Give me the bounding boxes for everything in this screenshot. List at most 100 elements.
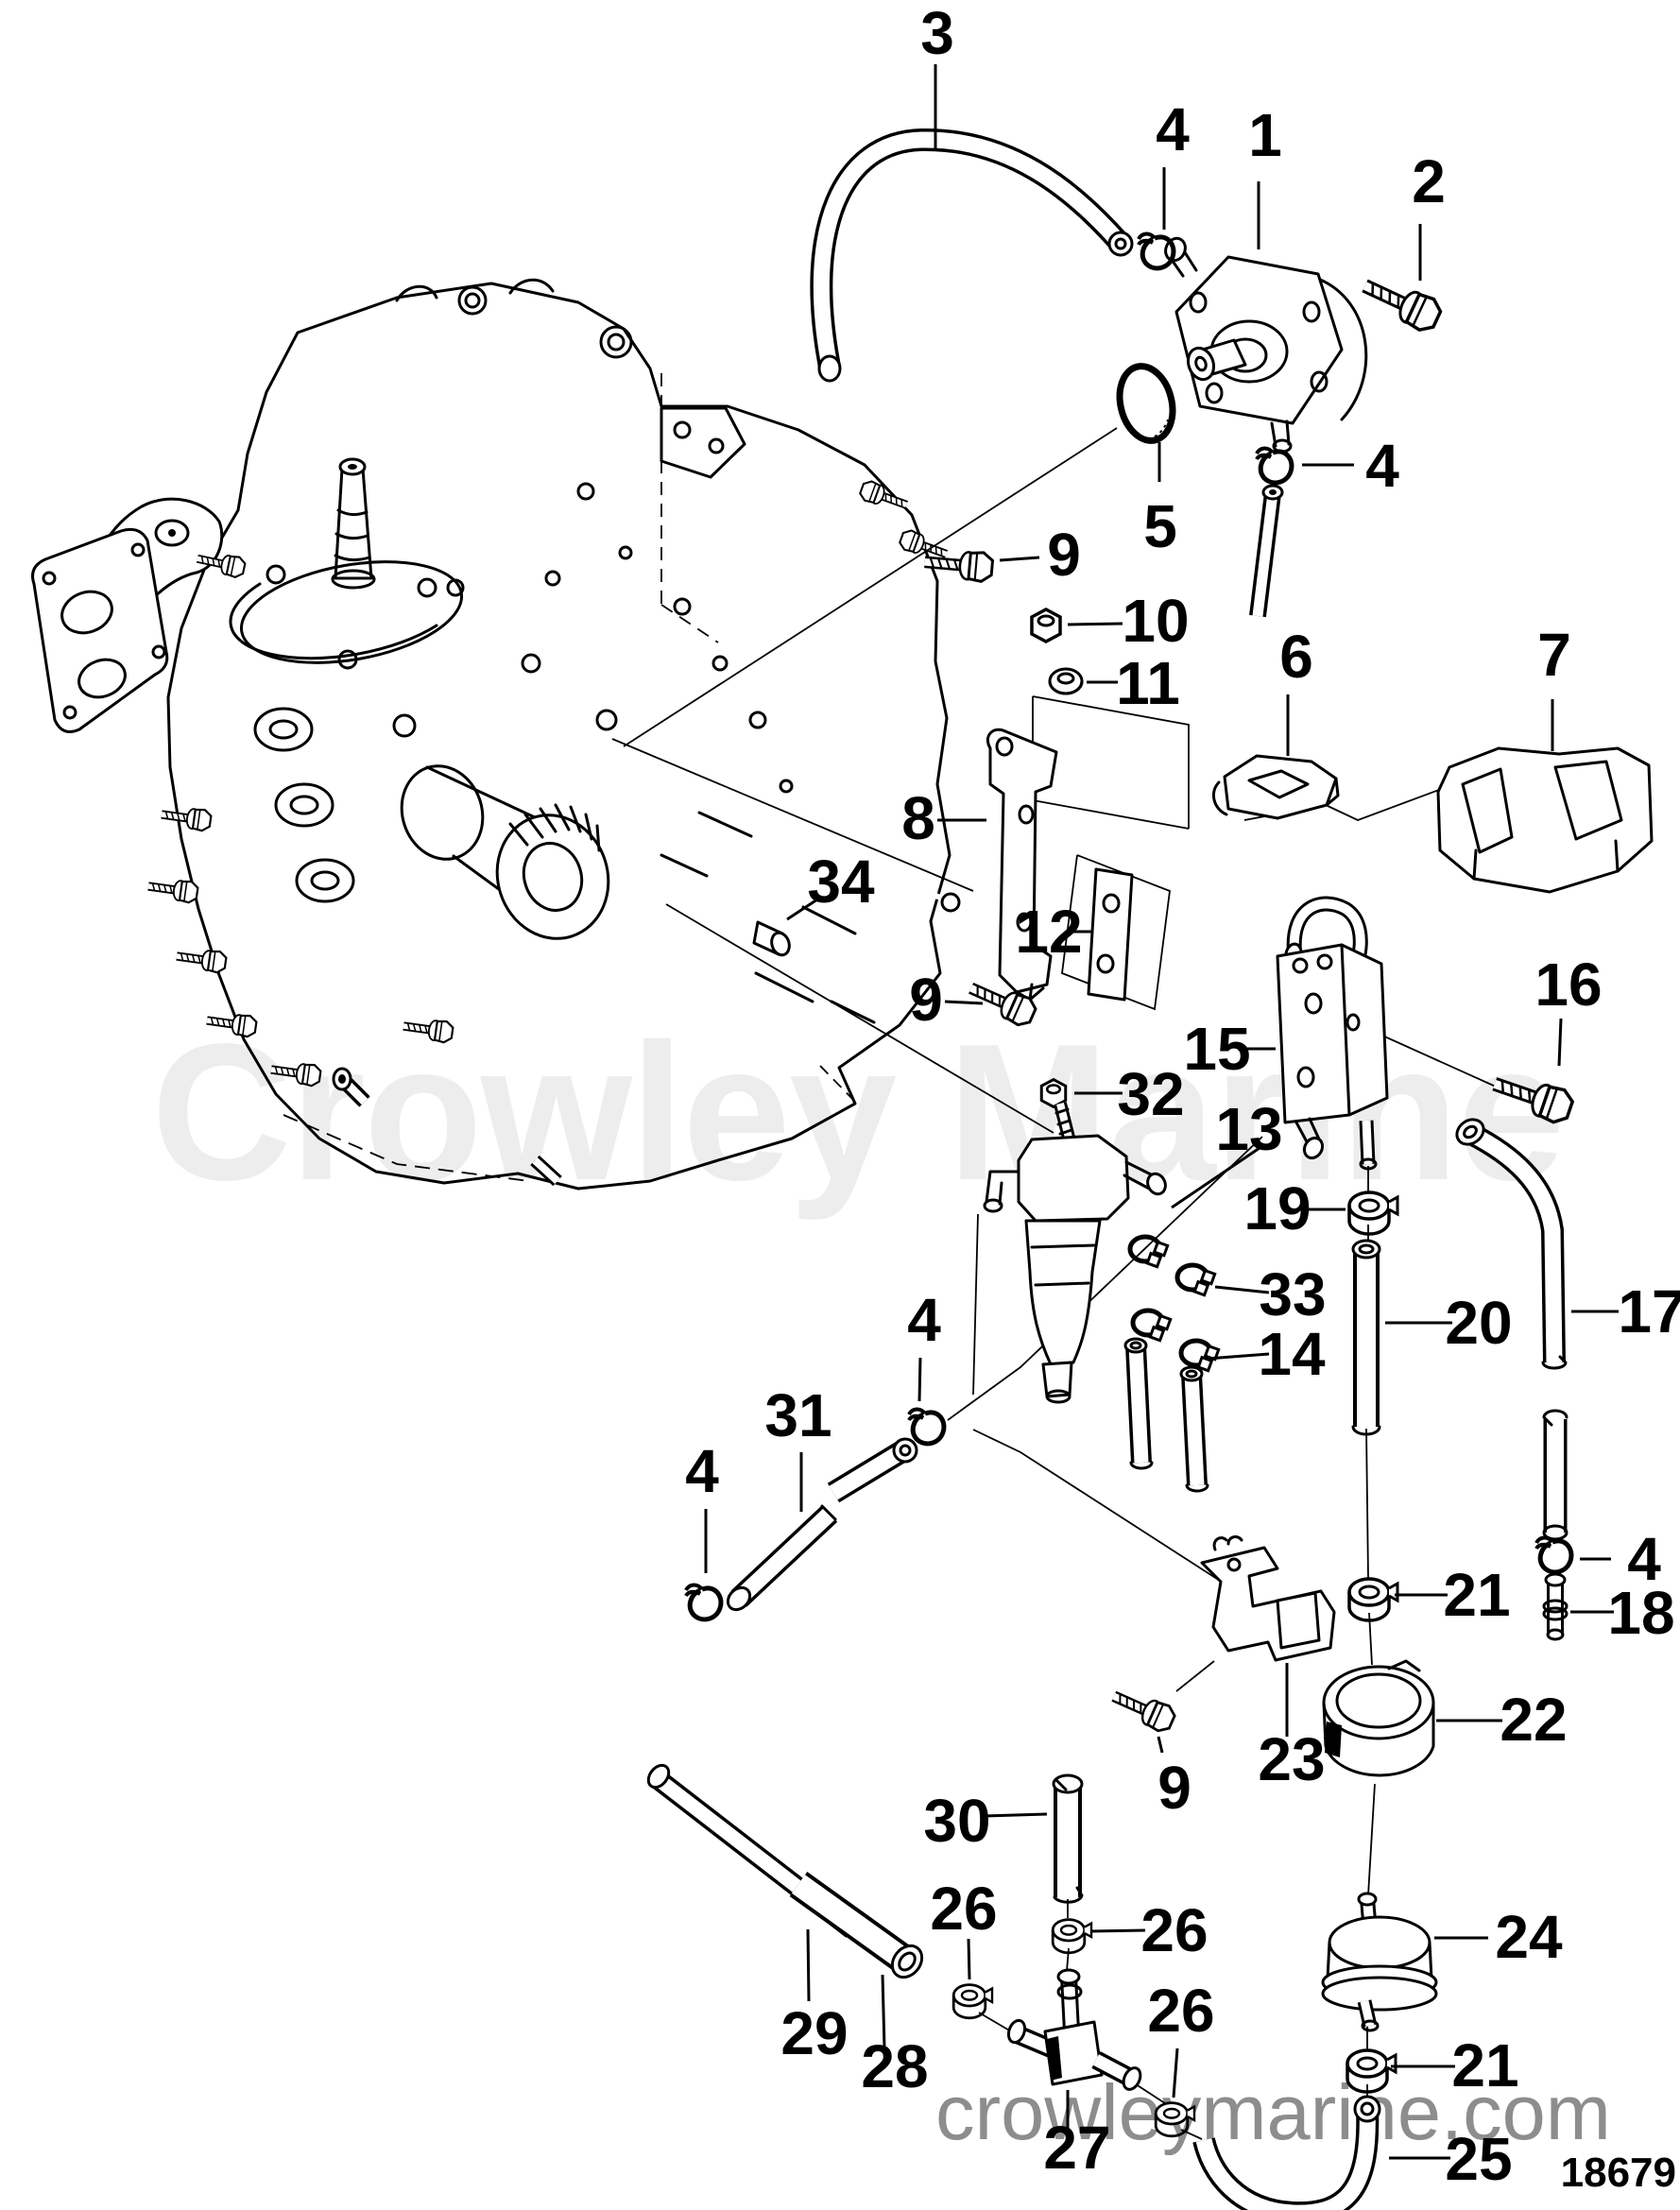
spring-clip-4d <box>909 1410 944 1444</box>
callout-9[interactable]: 9 <box>999 521 1081 589</box>
bracket-8 <box>986 728 1058 1002</box>
callout-12[interactable]: 12 <box>1015 898 1092 966</box>
callout-17[interactable]: 17 <box>1571 1277 1680 1345</box>
callout-34[interactable]: 34 <box>786 848 875 921</box>
callout-4[interactable]: 4 <box>1580 1525 1661 1593</box>
callout-5[interactable]: 5 <box>1143 442 1177 560</box>
svg-text:11: 11 <box>1116 649 1180 717</box>
callout-23[interactable]: 23 <box>1258 1663 1326 1793</box>
svg-text:23: 23 <box>1258 1725 1325 1793</box>
callout-27[interactable]: 27 <box>1043 2090 1111 2182</box>
svg-text:26: 26 <box>1147 1977 1214 2045</box>
hose-clamp-21a <box>1347 1577 1399 1622</box>
svg-text:32: 32 <box>1117 1060 1184 1128</box>
svg-text:31: 31 <box>764 1381 831 1449</box>
svg-text:8: 8 <box>901 784 935 852</box>
svg-text:26: 26 <box>1140 1896 1208 1964</box>
cable-clamp-6 <box>1211 754 1340 820</box>
callout-20[interactable]: 20 <box>1385 1289 1513 1357</box>
callout-21[interactable]: 21 <box>1391 2031 1519 2099</box>
fuel-pump-bracket-15 <box>1276 896 1389 1171</box>
callout-31[interactable]: 31 <box>764 1381 832 1512</box>
callout-26[interactable]: 26 <box>930 1875 998 1980</box>
svg-text:4: 4 <box>1365 432 1399 500</box>
callout-26[interactable]: 26 <box>1089 1896 1209 1964</box>
callout-2[interactable]: 2 <box>1412 147 1446 281</box>
svg-text:15: 15 <box>1183 1015 1250 1083</box>
fitting-18 <box>1542 1572 1569 1641</box>
svg-text:9: 9 <box>909 966 943 1034</box>
callout-22[interactable]: 22 <box>1436 1686 1568 1754</box>
svg-text:25: 25 <box>1445 2125 1512 2193</box>
callout-4[interactable]: 4 <box>907 1286 941 1402</box>
svg-text:20: 20 <box>1445 1289 1512 1357</box>
callout-29[interactable]: 29 <box>780 1928 849 2067</box>
svg-text:1: 1 <box>1248 101 1282 169</box>
svg-text:26: 26 <box>930 1875 997 1943</box>
fuel-tube-14 <box>1123 1337 1209 1493</box>
svg-text:7: 7 <box>1537 621 1571 689</box>
callout-14[interactable]: 14 <box>1206 1320 1326 1388</box>
svg-text:27: 27 <box>1043 2114 1110 2182</box>
callout-4[interactable]: 4 <box>1302 432 1399 500</box>
svg-text:24: 24 <box>1495 1903 1563 1971</box>
svg-text:12: 12 <box>1015 898 1082 966</box>
svg-text:21: 21 <box>1443 1561 1510 1629</box>
callout-18[interactable]: 18 <box>1570 1579 1675 1647</box>
svg-text:6: 6 <box>1279 623 1313 691</box>
callout-19[interactable]: 19 <box>1243 1174 1346 1242</box>
callout-6[interactable]: 6 <box>1279 623 1313 756</box>
fuel-hose-3 <box>810 128 1134 383</box>
rubber-mount-7 <box>1436 746 1654 894</box>
callout-24[interactable]: 24 <box>1434 1903 1563 1971</box>
callout-25[interactable]: 25 <box>1389 2125 1513 2193</box>
fuel-tube-20 <box>1351 1239 1381 1436</box>
callout-30[interactable]: 30 <box>923 1787 1048 1855</box>
callout-33[interactable]: 33 <box>1214 1260 1327 1328</box>
svg-text:29: 29 <box>780 1999 848 2067</box>
screw-9c <box>1108 1684 1177 1735</box>
callout-28[interactable]: 28 <box>861 1974 929 2100</box>
callout-3[interactable]: 3 <box>920 0 954 149</box>
svg-text:10: 10 <box>1122 587 1189 655</box>
callout-1[interactable]: 1 <box>1248 101 1282 249</box>
clip-bracket-23 <box>1200 1535 1336 1662</box>
callout-11[interactable]: 11 <box>1087 649 1180 717</box>
tee-fitting-27 <box>1006 1968 1142 2091</box>
callout-21[interactable]: 21 <box>1395 1561 1511 1629</box>
callout-9[interactable]: 9 <box>909 966 984 1034</box>
washer-11 <box>1048 667 1084 695</box>
callout-10[interactable]: 10 <box>1067 587 1190 655</box>
callout-26[interactable]: 26 <box>1147 1977 1215 2099</box>
svg-text:4: 4 <box>1627 1525 1661 1593</box>
spring-clip-4c <box>1536 1538 1571 1572</box>
svg-text:22: 22 <box>1500 1686 1567 1754</box>
fuel-hose-25 <box>1192 2095 1381 2210</box>
svg-text:2: 2 <box>1412 147 1446 215</box>
fuel-hose-17 <box>1455 1118 1569 1541</box>
svg-text:9: 9 <box>1157 1754 1191 1822</box>
hose-clamp-26a <box>951 1983 994 2020</box>
svg-text:19: 19 <box>1243 1174 1311 1242</box>
callout-15[interactable]: 15 <box>1183 1015 1276 1083</box>
callout-8[interactable]: 8 <box>901 784 986 852</box>
callout-9[interactable]: 9 <box>1157 1736 1191 1822</box>
callout-16[interactable]: 16 <box>1534 951 1603 1067</box>
svg-text:28: 28 <box>861 2032 928 2100</box>
svg-text:4: 4 <box>907 1286 941 1354</box>
plate-12 <box>1087 867 1134 1002</box>
callout-13[interactable]: 13 <box>1171 1095 1283 1209</box>
callout-4[interactable]: 4 <box>685 1437 719 1573</box>
callout-7[interactable]: 7 <box>1537 621 1571 751</box>
spring-clip-4b <box>1257 449 1292 483</box>
nut-32 <box>1039 1078 1068 1108</box>
callout-4[interactable]: 4 <box>1156 95 1190 230</box>
callout-32[interactable]: 32 <box>1074 1060 1185 1128</box>
bushing-34 <box>752 920 791 957</box>
svg-text:4: 4 <box>685 1437 719 1505</box>
fuel-filter-13 <box>983 1102 1167 1404</box>
nut-10 <box>1030 608 1062 643</box>
pump-outlet-tube <box>1249 484 1284 618</box>
svg-text:4: 4 <box>1156 95 1190 163</box>
